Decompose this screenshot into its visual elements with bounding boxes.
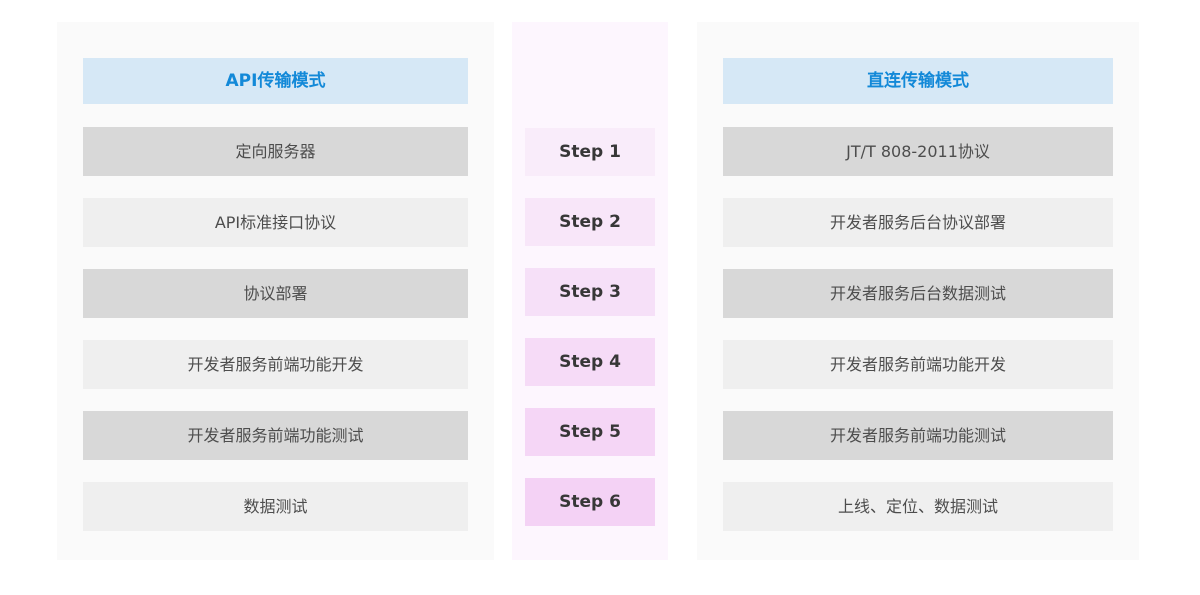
step-box: Step 3 (525, 268, 655, 316)
steps-spacer (512, 22, 668, 128)
step-box: Step 2 (525, 198, 655, 246)
flow-row: 协议部署 (83, 269, 468, 318)
flow-row: 数据测试 (83, 482, 468, 531)
flow-row: API标准接口协议 (83, 198, 468, 247)
api-mode-panel: API传输模式 定向服务器 API标准接口协议 协议部署 开发者服务前端功能开发… (57, 22, 494, 560)
flow-row: 开发者服务后台协议部署 (723, 198, 1113, 247)
step-box: Step 1 (525, 128, 655, 176)
flow-row: 开发者服务后台数据测试 (723, 269, 1113, 318)
flow-row: 开发者服务前端功能测试 (83, 411, 468, 460)
flow-row: 开发者服务前端功能开发 (723, 340, 1113, 389)
flow-row: 上线、定位、数据测试 (723, 482, 1113, 531)
flow-row: 开发者服务前端功能开发 (83, 340, 468, 389)
api-mode-header: API传输模式 (83, 58, 468, 104)
step-box: Step 6 (525, 478, 655, 526)
flow-row: 开发者服务前端功能测试 (723, 411, 1113, 460)
direct-mode-header: 直连传输模式 (723, 58, 1113, 104)
direct-mode-panel: 直连传输模式 JT/T 808-2011协议 开发者服务后台协议部署 开发者服务… (697, 22, 1139, 560)
flow-row: JT/T 808-2011协议 (723, 127, 1113, 176)
steps-panel: Step 1 Step 2 Step 3 Step 4 Step 5 Step … (512, 22, 668, 560)
flow-row: 定向服务器 (83, 127, 468, 176)
step-box: Step 5 (525, 408, 655, 456)
step-box: Step 4 (525, 338, 655, 386)
